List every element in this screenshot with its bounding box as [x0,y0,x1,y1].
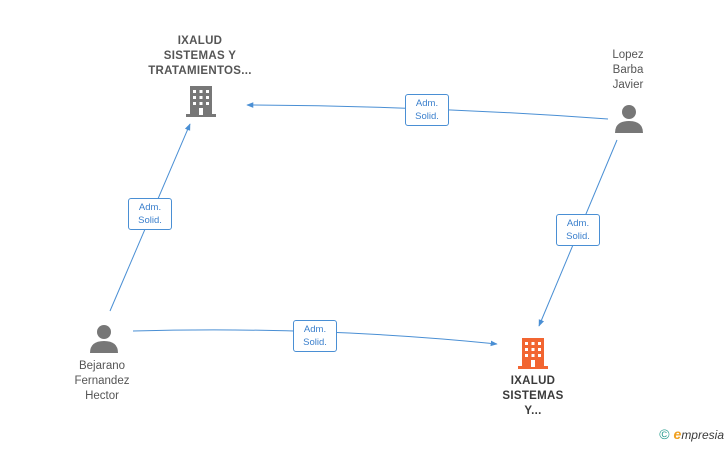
person-top-right-label[interactable]: Lopez Barba Javier [612,49,644,91]
person-icon[interactable] [88,322,120,354]
company-building-icon[interactable] [184,84,218,118]
brand-logo[interactable]: © empresia [659,426,724,442]
edge-label-badge[interactable]: Adm.Solid. [293,320,337,352]
company-main-label[interactable]: IXALUD SISTEMAS Y... [502,375,564,417]
edge-label-badge[interactable]: Adm.Solid. [405,94,449,126]
person-bottom-left-label[interactable]: Bejarano Fernandez Hector [74,360,130,402]
company-top-label[interactable]: IXALUD SISTEMAS Y TRATAMIENTOS... [148,35,252,77]
copyright-icon: © [659,426,670,442]
edge-label-badge[interactable]: Adm.Solid. [128,198,172,230]
edge-label-badge[interactable]: Adm.Solid. [556,214,600,246]
person-icon[interactable] [613,102,645,134]
company-building-main-icon[interactable] [516,336,550,370]
